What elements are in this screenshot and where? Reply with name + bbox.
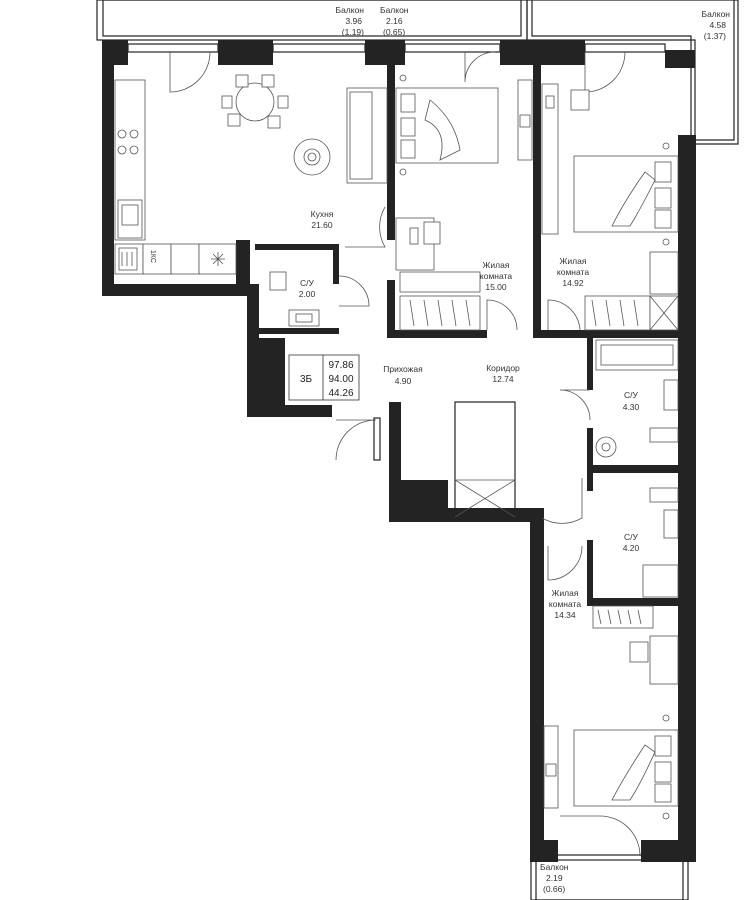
bathroom-1-area: 4.30 bbox=[623, 402, 640, 412]
bathroom-2-area: 4.20 bbox=[623, 543, 640, 553]
balcony-3-area: 4.58 bbox=[709, 20, 726, 30]
apartment-living-area: 44.26 bbox=[328, 388, 353, 399]
bedroom-3-name-1: Жилая bbox=[552, 588, 579, 598]
interior-walls bbox=[255, 60, 683, 606]
bathroom-small-area: 2.00 bbox=[299, 289, 316, 299]
apartment-total-area: 97.86 bbox=[328, 360, 353, 371]
balcony-2-area: 2.16 bbox=[386, 16, 403, 26]
bedroom-3-furniture bbox=[543, 605, 679, 820]
apartment-badge: 3Б 97.86 94.00 44.26 bbox=[288, 354, 360, 401]
bedroom-1-name-2: комната bbox=[480, 271, 512, 281]
bedroom-2-name-2: комната bbox=[557, 267, 589, 277]
balcony-2-name: Балкон bbox=[380, 5, 409, 15]
bedroom-2-furniture bbox=[541, 83, 679, 331]
bedroom-3-name-2: комната bbox=[549, 599, 581, 609]
corridor-area: 12.74 bbox=[492, 374, 514, 384]
balcony-4-name: Балкон bbox=[540, 862, 569, 872]
bathroom-2-name: С/У bbox=[624, 532, 639, 542]
balcony-1-name: Балкон bbox=[335, 5, 364, 15]
vent-label: 1КС bbox=[149, 250, 156, 263]
bathroom-small-name: С/У bbox=[300, 278, 315, 288]
corridor-name: Коридор bbox=[486, 363, 520, 373]
bedroom-2-area: 14.92 bbox=[562, 278, 584, 288]
balcony-3-reduced: (1.37) bbox=[704, 31, 726, 41]
doors bbox=[169, 51, 641, 857]
kitchen-name: Кухня bbox=[311, 209, 334, 219]
bedroom-1-area: 15.00 bbox=[485, 282, 507, 292]
balcony-1-reduced: (1.19) bbox=[342, 27, 364, 37]
balcony-2-reduced: (0.65) bbox=[383, 27, 405, 37]
balcony-4-reduced: (0.66) bbox=[543, 884, 565, 894]
bathroom-fixtures bbox=[269, 271, 679, 598]
room-labels: Кухня 21.60 Жилая комната 15.00 Жилая ко… bbox=[299, 209, 640, 620]
hall-area: 4.90 bbox=[395, 376, 412, 386]
bedroom-1-furniture bbox=[395, 74, 533, 331]
hall-name: Прихожая bbox=[383, 364, 423, 374]
balcony-1-area: 3.96 bbox=[345, 16, 362, 26]
bedroom-3-area: 14.34 bbox=[554, 610, 576, 620]
balcony-3-name: Балкон bbox=[701, 9, 730, 19]
apartment-area-2: 94.00 bbox=[328, 374, 353, 385]
bathroom-1-name: С/У bbox=[624, 390, 639, 400]
kitchen-furniture: 1КС bbox=[114, 74, 388, 275]
balcony-labels: Балкон 3.96 (1.19) Балкон 2.16 (0.65) Ба… bbox=[335, 5, 730, 894]
kitchen-area: 21.60 bbox=[311, 220, 333, 230]
bedroom-1-name-1: Жилая bbox=[483, 260, 510, 270]
apartment-type: 3Б bbox=[300, 374, 313, 385]
balcony-4-area: 2.19 bbox=[546, 873, 563, 883]
bedroom-2-name-1: Жилая bbox=[560, 256, 587, 266]
exterior-walls bbox=[102, 40, 696, 862]
